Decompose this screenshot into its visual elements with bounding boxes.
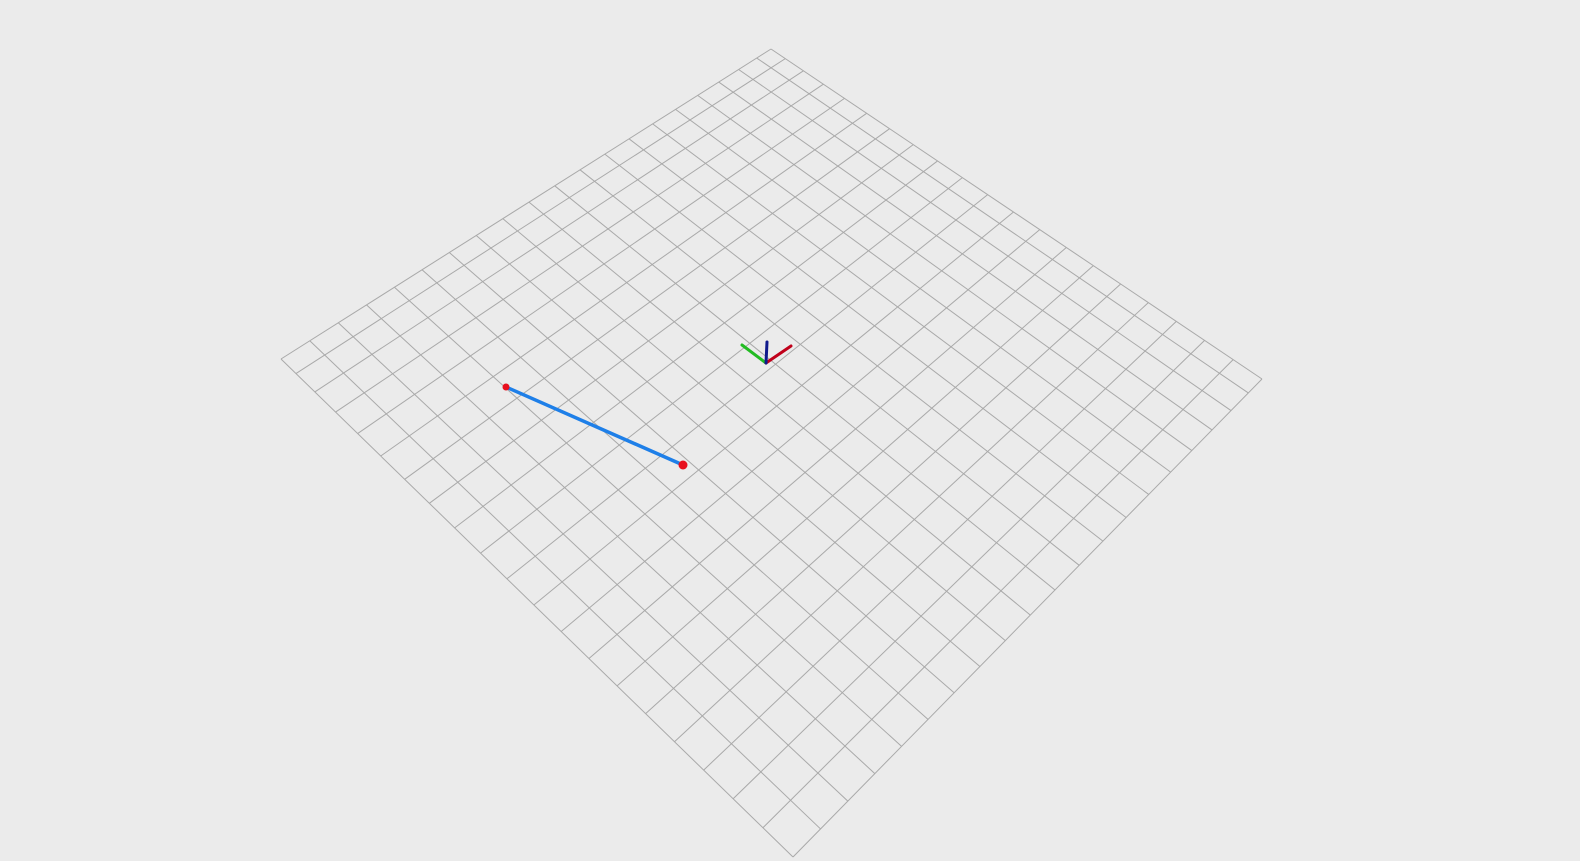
grid-line <box>770 48 1263 380</box>
ground-grid <box>280 48 1263 858</box>
grid-line <box>718 81 1213 431</box>
grid-line <box>738 69 1232 411</box>
grid-line <box>703 321 1177 771</box>
grid-line <box>280 48 772 360</box>
grid-line <box>309 340 821 830</box>
grid-line <box>645 283 1122 715</box>
grid-line <box>528 201 1031 616</box>
segment-end-point[interactable] <box>678 460 688 470</box>
grid-line <box>404 128 890 480</box>
x-axis-line <box>764 344 793 365</box>
y-axis-line <box>740 343 768 365</box>
grid-line <box>394 286 902 747</box>
grid-line <box>480 177 963 554</box>
grid-line <box>628 138 1127 518</box>
grid-line <box>380 112 867 457</box>
grid-line <box>421 269 929 720</box>
grid-line <box>762 359 1234 829</box>
grid-line <box>675 108 1171 473</box>
grid-line <box>502 218 1006 641</box>
grid-line <box>314 70 804 393</box>
axes-helper <box>740 340 793 365</box>
grid-line <box>429 144 914 504</box>
grid-line <box>588 247 1067 659</box>
grid-line <box>697 95 1193 451</box>
grid-line <box>792 378 1263 858</box>
grid-line <box>475 235 981 667</box>
grid-line <box>652 123 1150 495</box>
grid-line <box>335 83 824 413</box>
segment-line[interactable] <box>504 385 685 467</box>
grid-line <box>560 229 1041 632</box>
grid-line <box>295 58 786 374</box>
grid-line <box>604 153 1104 542</box>
grid-line <box>616 265 1094 687</box>
grid-line <box>337 322 849 802</box>
grid-line <box>357 97 845 434</box>
segment-start-point[interactable] <box>502 383 510 391</box>
grid-line <box>554 185 1056 591</box>
grid-line <box>674 302 1149 743</box>
z-axis-line <box>764 340 769 365</box>
grid-line <box>280 358 794 858</box>
grid-line <box>506 194 989 580</box>
measured-segment[interactable] <box>502 383 688 470</box>
grid-line <box>732 340 1205 800</box>
grid-line <box>366 304 876 774</box>
grid-line <box>579 169 1080 566</box>
grid-line <box>533 211 1014 606</box>
grid-line <box>449 252 955 694</box>
grid-line <box>756 57 1249 394</box>
grid-line <box>454 160 938 529</box>
